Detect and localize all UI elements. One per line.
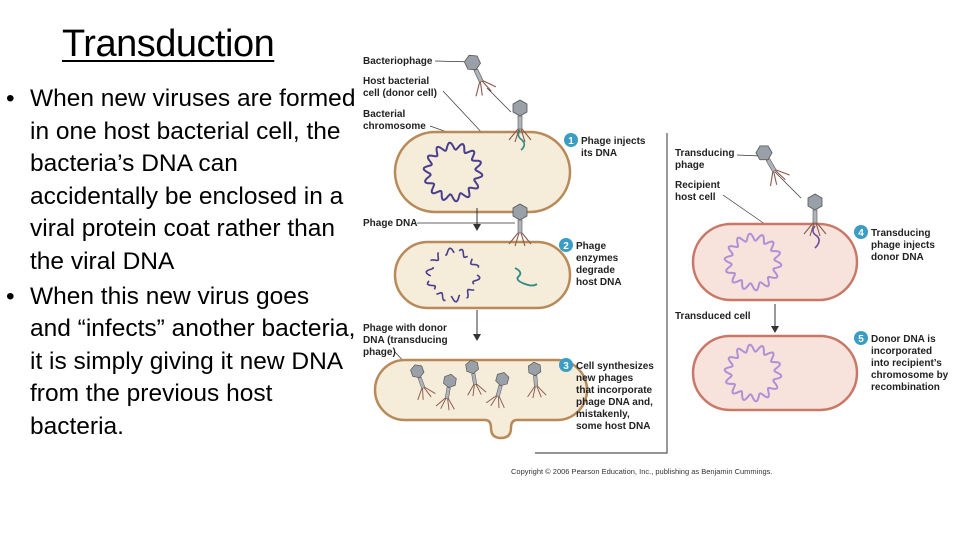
bullet-text: When this new virus goes and “infects” a… <box>30 282 356 440</box>
step-text: phage injects <box>871 240 935 251</box>
step-text: incorporated <box>871 346 932 357</box>
recipient-cell <box>691 222 859 302</box>
label-bacterial-chromosome: Bacterial <box>363 109 405 120</box>
bullet-list: • When new viruses are formed in one hos… <box>6 83 356 446</box>
bullet-item: • When this new virus goes and “infects”… <box>6 281 356 444</box>
step-number: 4 <box>858 228 864 239</box>
step-badge <box>559 358 573 372</box>
step-text: mistakenly, <box>576 409 630 420</box>
step-text: Transducing <box>871 228 930 239</box>
step-text: new phages <box>576 373 634 384</box>
label-recipient: Recipient <box>675 180 721 191</box>
step-badge <box>854 331 868 345</box>
step-badge <box>564 133 578 147</box>
step-number: 2 <box>563 241 569 252</box>
phage-icon <box>749 139 792 189</box>
step-badge <box>559 238 573 252</box>
copyright-text: Copyright © 2006 Pearson Education, Inc.… <box>511 467 773 476</box>
label-bacterial-chromosome-2: chromosome <box>363 121 426 132</box>
recombined-chromosome <box>723 343 783 403</box>
step-text: Phage injects <box>581 136 646 147</box>
degraded-host-dna <box>425 247 481 303</box>
transduction-diagram: Bacteriophage Host bacterial cell (donor… <box>363 50 949 476</box>
step-badge <box>854 225 868 239</box>
step-text: chromosome by <box>871 370 949 381</box>
label-phage-dna: Phage DNA <box>363 218 417 229</box>
step-text: that incorporate <box>576 385 653 396</box>
label-transducing-phage: Transducing <box>675 148 734 159</box>
label-transducing-phage-2: phage <box>675 160 705 171</box>
label-recipient-2: host cell <box>675 192 716 203</box>
step-text: Cell synthesizes <box>576 361 654 372</box>
connector-line <box>535 133 668 454</box>
bacterial-chromosome <box>422 141 484 203</box>
donor-cell-1 <box>393 130 572 214</box>
transduced-cell <box>691 334 859 412</box>
label-phage-donor-3: phage) <box>363 347 396 358</box>
bullet-text: When new viruses are formed in one host … <box>30 85 356 275</box>
phage-dna <box>514 267 538 287</box>
step-text: Donor DNA is <box>871 334 936 345</box>
step-number: 1 <box>568 136 574 147</box>
recipient-chromosome <box>723 232 783 292</box>
label-host-cell-2: cell (donor cell) <box>363 88 437 99</box>
phage-icon <box>458 50 498 99</box>
bullet-item: • When new viruses are formed in one hos… <box>6 83 356 279</box>
step-text: recombination <box>871 382 940 393</box>
label-host-cell: Host bacterial <box>363 76 429 87</box>
slide-title: Transduction <box>62 23 275 65</box>
step-text: host DNA <box>576 277 622 288</box>
step-text: degrade <box>576 265 615 276</box>
step-text: phage DNA and, <box>576 397 653 408</box>
step-text: donor DNA <box>871 252 924 263</box>
bullet-icon: • <box>6 85 15 112</box>
step-number: 3 <box>563 361 569 372</box>
label-transduced-cell: Transduced cell <box>675 311 751 322</box>
step-number: 5 <box>858 334 864 345</box>
label-bacteriophage: Bacteriophage <box>363 56 433 67</box>
step-text: its DNA <box>581 148 617 159</box>
step-text: into recipient’s <box>871 358 942 369</box>
label-phage-donor: Phage with donor <box>363 323 447 334</box>
bullet-icon: • <box>6 282 15 310</box>
donor-cell-3-bursting <box>373 358 589 440</box>
step-text: Phage <box>576 241 606 252</box>
step-text: enzymes <box>576 253 619 264</box>
step-text: some host DNA <box>576 421 650 432</box>
donor-cell-2 <box>393 240 572 310</box>
label-phage-donor-2: DNA (transducing <box>363 335 448 346</box>
